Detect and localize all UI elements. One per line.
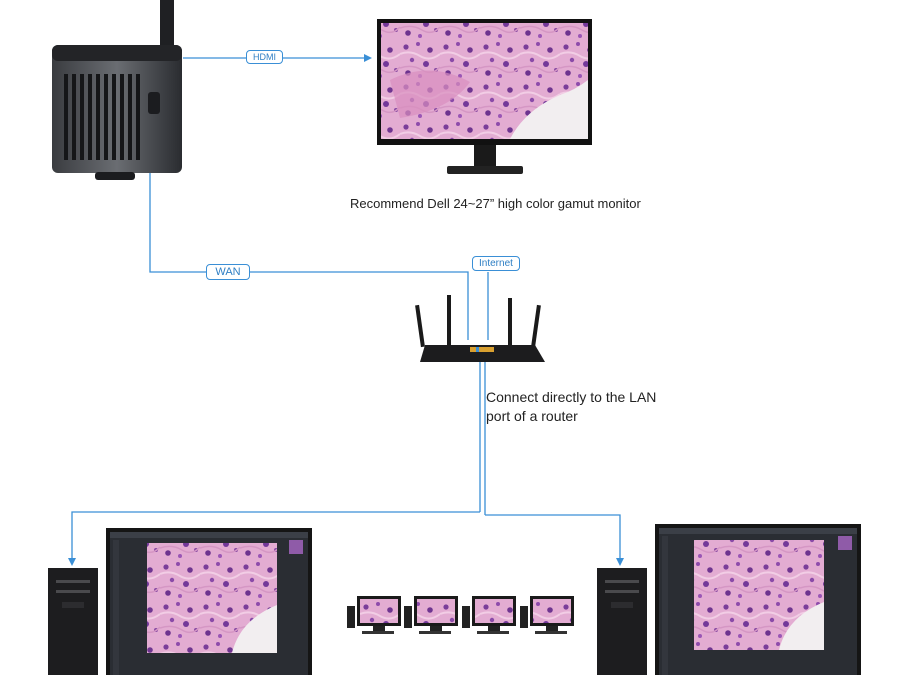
right-workstation (597, 524, 861, 675)
internet-label: Internet (472, 256, 520, 271)
client-pc-4 (520, 596, 574, 634)
top-monitor (377, 19, 592, 174)
client-pc-2 (404, 596, 458, 634)
hdmi-arrowhead (364, 54, 372, 62)
router-antenna-3 (508, 298, 512, 346)
top-monitor-stand-base (447, 166, 523, 174)
camera-body (52, 45, 182, 173)
router-antenna-4 (531, 304, 541, 348)
router-antenna-2 (447, 295, 451, 345)
right-arrowhead (616, 558, 624, 566)
router-antenna-1 (415, 304, 425, 348)
lan-caption-line1: Connect directly to the LAN (486, 389, 657, 405)
tissue-clear-area (510, 80, 588, 139)
wan-label: WAN (206, 264, 250, 280)
router-body (420, 345, 545, 362)
hdmi-label: HDMI (246, 50, 283, 64)
lan-caption-line2: port of a router (486, 408, 578, 424)
monitor-caption: Recommend Dell 24~27” high color gamut m… (350, 196, 641, 211)
antenna (160, 0, 174, 60)
camera-device (52, 0, 182, 180)
left-workstation (48, 528, 312, 675)
router (415, 295, 545, 362)
lan-right-branch (485, 514, 621, 558)
left-arrowhead (68, 558, 76, 566)
camera-vents (64, 74, 140, 160)
client-pc-1 (347, 596, 401, 634)
connector-lines (68, 54, 624, 566)
right-pc-tower (597, 568, 647, 675)
wan-line (149, 172, 469, 340)
client-pcs (347, 596, 574, 634)
lan-left-branch (71, 511, 480, 558)
client-pc-3 (462, 596, 516, 634)
left-pc-tower (48, 568, 98, 675)
